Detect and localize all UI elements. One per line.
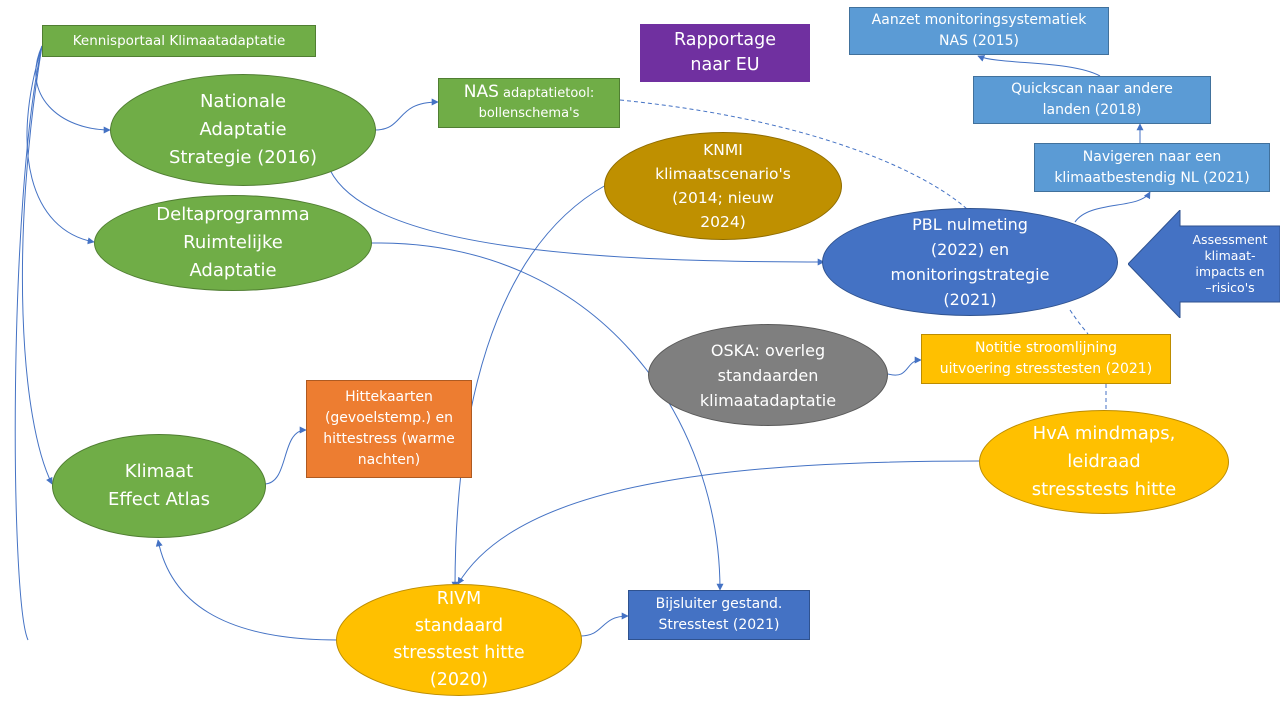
kea-oval[interactable]: Klimaat Effect Atlas: [52, 434, 266, 538]
delta-oval[interactable]: Deltaprogramma Ruimtelijke Adaptatie: [94, 195, 372, 291]
nas-tool-sub: adaptatietool: bollenschema's: [478, 86, 595, 121]
edge-pbl-notitie: [1069, 309, 1089, 335]
assessment-arrow-label: Assessment klimaat- impacts en –risico's: [1192, 232, 1268, 295]
nas-oval[interactable]: Nationale Adaptatie Strategie (2016): [110, 74, 376, 186]
hittekaarten-box[interactable]: Hittekaarten (gevoelstemp.) en hittestre…: [306, 380, 472, 478]
rivm-oval[interactable]: RIVM standaard stresstest hitte (2020): [336, 584, 582, 696]
edge-kennisportaal-delta: [26, 45, 95, 245]
edge-rivm-kea: [155, 539, 339, 641]
nas-tool-box[interactable]: NAS adaptatietool: bollenschema's: [438, 78, 620, 128]
bijsluiter-box[interactable]: Bijsluiter gestand. Stresstest (2021): [628, 590, 810, 640]
rapportage-box[interactable]: Rapportage naar EU: [640, 24, 810, 82]
edge-nas-nastool: [374, 98, 439, 131]
nas-tool-main: NAS: [463, 82, 499, 102]
pbl-oval[interactable]: PBL nulmeting (2022) en monitoringstrate…: [822, 208, 1118, 316]
knmi-oval[interactable]: KNMI klimaatscenario's (2014; nieuw 2024…: [604, 132, 842, 240]
kennisportaal-box[interactable]: Kennisportaal Klimaatadaptatie: [42, 25, 316, 57]
edge-nastool-pbl: [619, 99, 969, 211]
edge-hva-rivm: [457, 460, 981, 585]
edge-pbl-navigeren: [1074, 191, 1151, 223]
edge-kea-hittekaarten: [263, 426, 307, 485]
monitoring-nas-box[interactable]: Aanzet monitoringsystematiek NAS (2015): [849, 7, 1109, 55]
edge-quickscan-monitoring: [977, 55, 1101, 77]
edge-nas-pbl: [329, 169, 825, 266]
edge-kennisportaal-kea: [21, 45, 53, 485]
edge-rivm-bijsluiter: [579, 612, 629, 637]
assessment-arrow-shape: [1128, 210, 1280, 318]
edge-knmi-rivm: [451, 184, 607, 589]
hva-oval[interactable]: HvA mindmaps, leidraad stresstests hitte: [979, 410, 1229, 514]
navigeren-box[interactable]: Navigeren naar een klimaatbestendig NL (…: [1034, 143, 1270, 192]
edge-oska-notitie: [887, 356, 922, 376]
quickscan-box[interactable]: Quickscan naar andere landen (2018): [973, 76, 1211, 124]
notitie-box[interactable]: Notitie stroomlijning uitvoering stresst…: [921, 334, 1171, 384]
edge-kennisportaal-left: [14, 45, 43, 641]
oska-oval[interactable]: OSKA: overleg standaarden klimaatadaptat…: [648, 324, 888, 426]
edge-kennisportaal-nas: [35, 45, 111, 134]
edge-delta-bijsluiter: [371, 242, 724, 591]
